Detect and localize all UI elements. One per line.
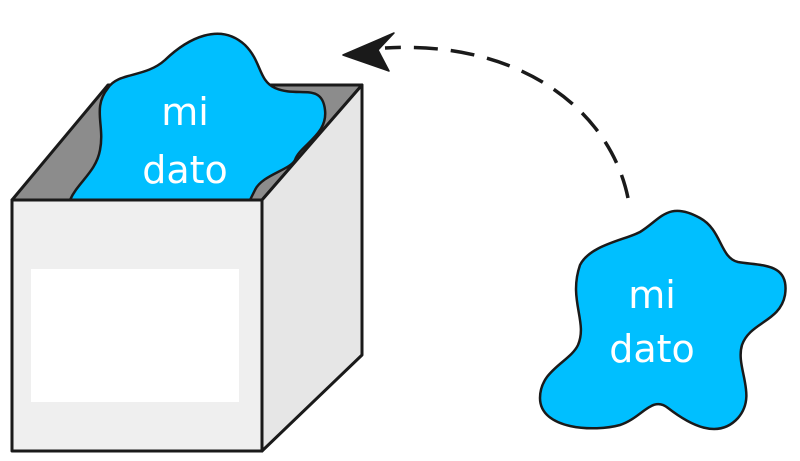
free-blob: mi dato <box>538 209 787 431</box>
free-blob-line1: mi <box>628 273 676 317</box>
move-arrow <box>342 32 630 199</box>
free-blob-shape <box>538 209 787 431</box>
box-blob: mi dato <box>68 32 327 202</box>
box-label-area <box>31 269 239 402</box>
box-blob-line2: dato <box>142 148 228 192</box>
arrow-head-icon <box>342 32 395 72</box>
box-blob-shape <box>68 32 327 202</box>
free-blob-line2: dato <box>609 327 695 371</box>
move-arrow-path <box>384 45 630 199</box>
box-blob-line1: mi <box>161 90 209 134</box>
